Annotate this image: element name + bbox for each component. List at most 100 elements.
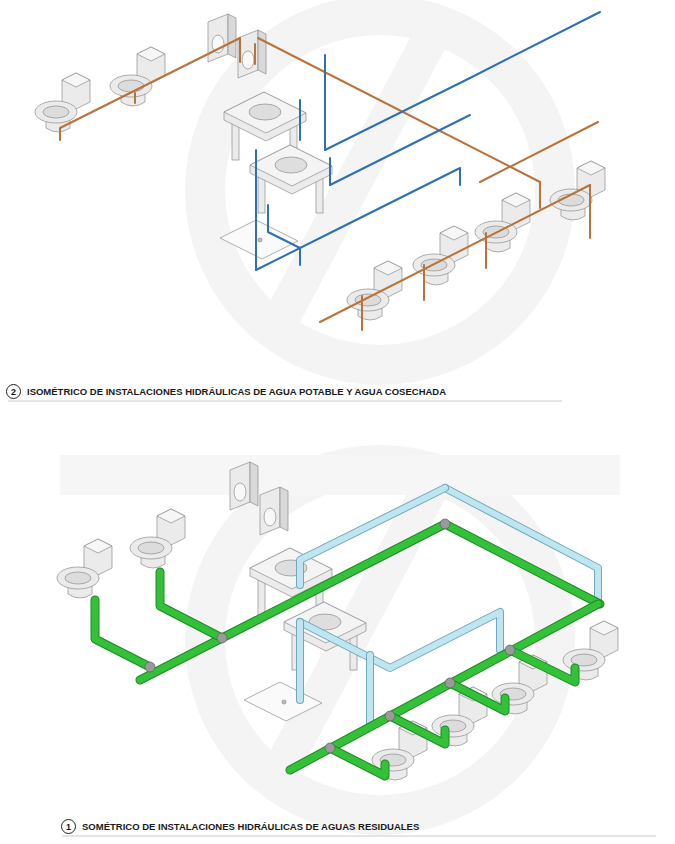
toilet-tank-top: [84, 539, 112, 553]
toilet-seat: [118, 80, 144, 92]
potable-water-pipe: [470, 12, 600, 78]
toilet-tank-top: [440, 226, 468, 240]
harvested-water-pipe: [60, 38, 240, 140]
wastewater-pipe-edge: [510, 650, 575, 682]
urinal-fixture: [260, 487, 288, 535]
pipe-fitting: [445, 678, 455, 688]
sink-counter: [224, 92, 306, 141]
wastewater-pipe-edge: [95, 600, 150, 667]
shower-base: [220, 220, 298, 259]
vent-pipe-edge: [366, 655, 374, 725]
shower-tray: [220, 220, 298, 259]
harvested-water-pipe: [254, 44, 256, 64]
harvested-water-pipe: [480, 122, 598, 182]
potable-water-pipe: [256, 228, 340, 270]
toilet-bowl: [492, 683, 534, 705]
urinal-bowl: [242, 51, 254, 69]
toilet-bowl: [550, 189, 592, 211]
toilet-bowl: [563, 649, 605, 671]
view-heading: 2ISOMÉTRICO DE INSTALACIONES HIDRÁULICAS…: [6, 384, 446, 399]
toilet-tank-top: [502, 193, 530, 207]
vent-pipe-edge: [296, 622, 304, 700]
harvested-water-pipe: [361, 296, 363, 330]
callout-number: 1: [61, 819, 76, 834]
pipe-fitting: [440, 519, 450, 529]
harvested-water-pipe: [320, 185, 590, 322]
urinal-side: [258, 30, 266, 74]
vent-pipe: [300, 612, 500, 668]
urinal-body: [260, 487, 280, 535]
watermark-arc: [205, 15, 555, 365]
vent-pipe-edge: [445, 488, 598, 600]
vent-pipe: [297, 622, 303, 700]
heading-rule: [62, 836, 656, 837]
sink-basin: [249, 104, 281, 120]
drawing-title: SOMÉTRICO DE INSTALACIONES HIDRÁULICAS D…: [82, 821, 419, 832]
sink-counter: [250, 145, 332, 194]
sink-counter-top: [224, 92, 306, 133]
harvested-water-pipe: [134, 93, 136, 103]
urinal-body: [230, 462, 250, 510]
wastewater-pipe-edge: [450, 683, 505, 711]
wastewater-pipe: [95, 600, 150, 667]
wastewater-pipe-edge: [330, 748, 385, 776]
urinal-bowl: [264, 508, 276, 526]
pipe-fitting: [505, 645, 515, 655]
urinal-side: [250, 462, 258, 506]
harvested-water-pipe: [589, 185, 591, 238]
toilet-seat: [65, 572, 91, 584]
heading-rule: [8, 401, 562, 402]
callout-number: 2: [6, 384, 21, 399]
urinal-fixture: [238, 30, 266, 78]
potable-water-pipe: [329, 158, 331, 185]
toilet-tank-top: [137, 47, 165, 61]
urinal-fixture: [230, 462, 258, 510]
wastewater-pipe: [330, 748, 385, 776]
wastewater-pipe: [510, 650, 575, 682]
vent-pipe: [445, 488, 598, 600]
toilet-seat: [43, 106, 69, 118]
toilet-bowl: [130, 537, 172, 559]
potable-water-pipe: [255, 150, 257, 270]
pipe-fitting: [217, 633, 227, 643]
wastewater-pipe-edge: [160, 572, 222, 638]
shower-drain: [258, 238, 262, 242]
toilet-fixture: [130, 509, 185, 568]
harvested-water-pipe: [239, 38, 241, 62]
wastewater-pipe: [390, 716, 445, 744]
toilet-tank-top: [374, 261, 402, 275]
toilet-fixture: [110, 47, 165, 106]
vent-pipe: [367, 655, 373, 725]
wastewater-pipe: [290, 604, 598, 770]
view-heading: 1 SOMÉTRICO DE INSTALACIONES HIDRÁULICAS …: [61, 819, 419, 834]
wastewater-pipe: [450, 683, 505, 711]
wastewater-pipe-edge: [140, 524, 445, 680]
wastewater-pipe-edge: [290, 604, 598, 770]
sink-fixture: [250, 145, 332, 213]
toilet-bowl: [432, 715, 474, 737]
toilet-bowl: [35, 101, 77, 123]
wastewater-pipe: [445, 524, 600, 604]
toilet-tank-top: [590, 621, 618, 635]
potable-water-pipe: [299, 100, 301, 140]
pipe-fitting: [325, 743, 335, 753]
watermark-stroke: [270, 470, 440, 790]
toilet-fixture: [35, 73, 90, 132]
toilet-bowl: [57, 567, 99, 589]
sink-basin: [275, 157, 307, 173]
shower-tray: [244, 682, 322, 721]
harvested-water-pipe: [485, 233, 487, 268]
harvested-water-pipe: [423, 265, 425, 300]
pipe-fitting: [385, 711, 395, 721]
harvested-water-pipe: [539, 182, 541, 208]
toilet-fixture: [347, 261, 402, 320]
wastewater-pipe-edge: [390, 716, 445, 744]
urinal-fixture: [208, 14, 236, 62]
wastewater-pipe-edge: [445, 524, 600, 604]
potable-water-pipe: [324, 55, 326, 150]
potable-water-pipe: [268, 205, 300, 265]
toilet-tank-top: [62, 73, 90, 87]
